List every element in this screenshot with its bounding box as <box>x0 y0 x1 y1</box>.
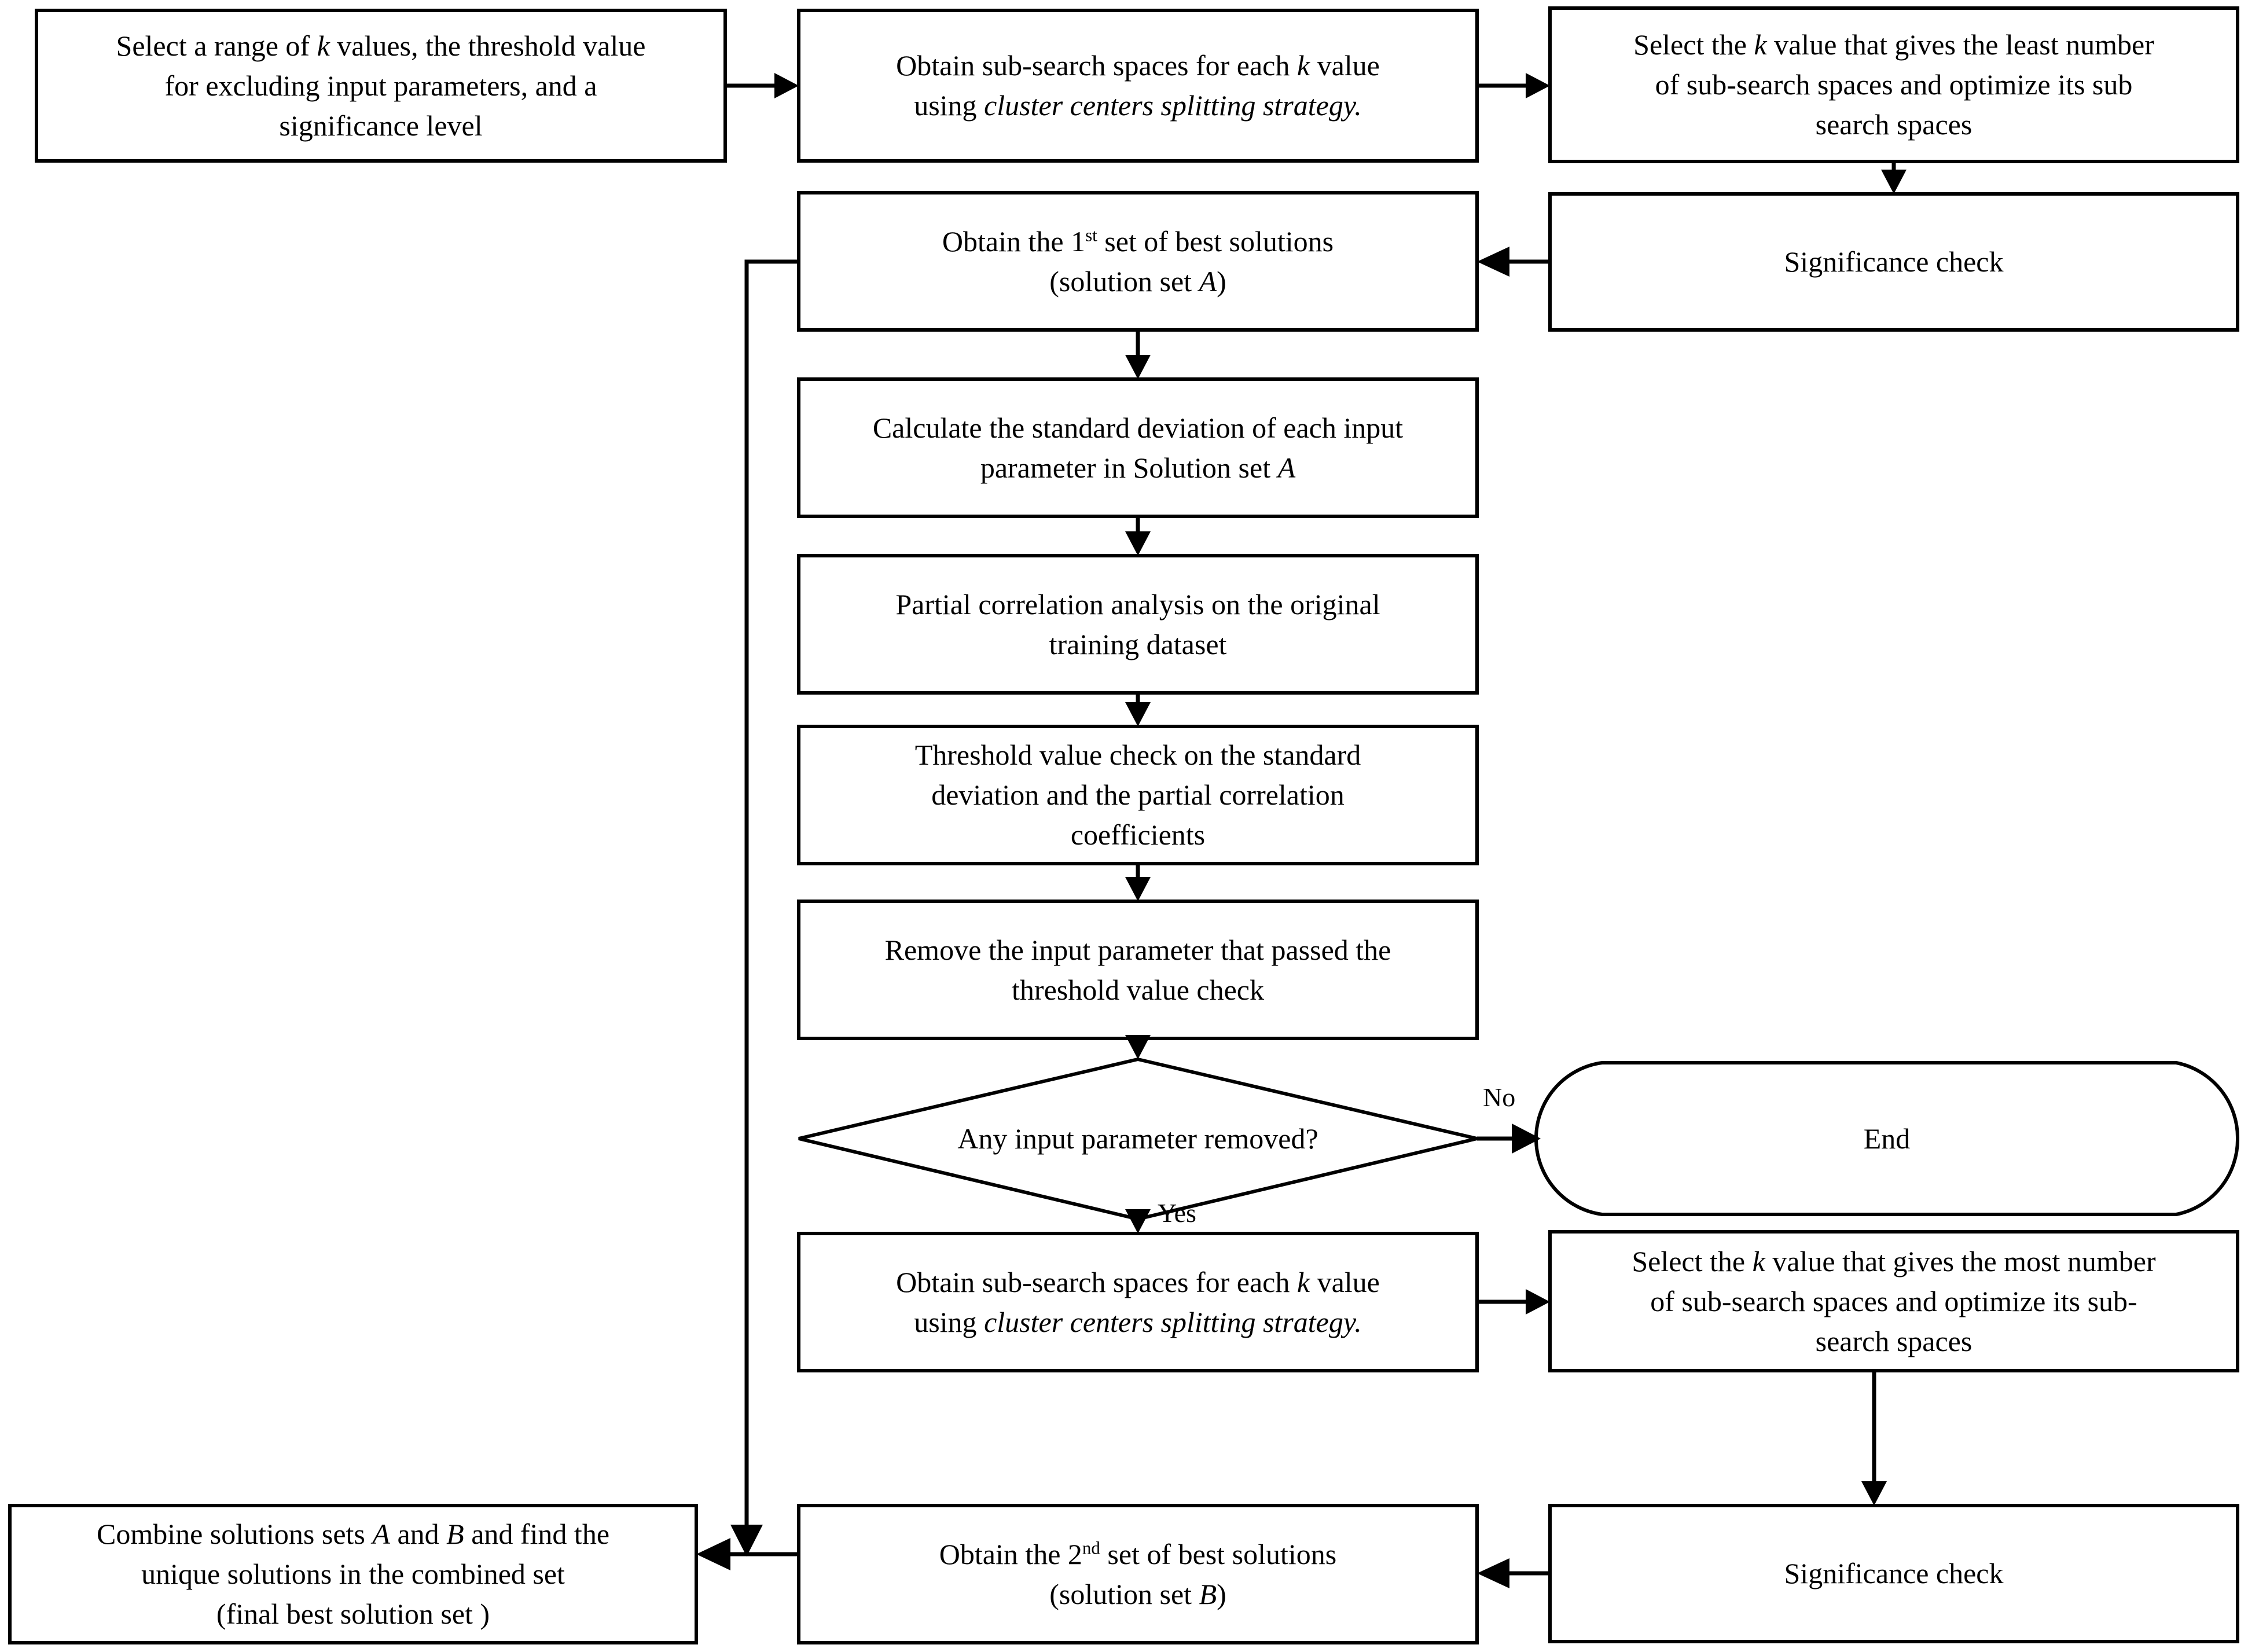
arrowhead-set-b-to-combine <box>696 1538 730 1570</box>
node-shape-significance-check-1 <box>1548 192 2239 332</box>
node-shape-obtain-subspaces-1 <box>797 9 1479 163</box>
arrowhead-start-to-obtain1 <box>774 73 799 98</box>
arrowhead-partial-to-threshold <box>1125 702 1151 726</box>
node-shape-select-least <box>1548 6 2239 163</box>
arrowhead-obtain1-to-select-least <box>1526 73 1550 98</box>
node-shape-partial-correlation <box>797 554 1479 695</box>
arrowhead-threshold-to-remove <box>1125 877 1151 901</box>
node-shape-end-terminal <box>1534 1061 2240 1216</box>
arrowhead-decision-no-to-end <box>1512 1124 1541 1154</box>
edge-feedback-loop-set-a <box>744 259 799 1529</box>
arrowhead-remove-to-decision <box>1125 1035 1151 1059</box>
node-shape-remove-parameter <box>797 900 1479 1040</box>
node-shape-decision-removed <box>798 1057 1478 1221</box>
node-shape-obtain-set-b <box>797 1504 1479 1644</box>
node-shape-start-inputs <box>35 9 727 163</box>
node-shape-calc-std-dev <box>797 377 1479 518</box>
node-shape-obtain-set-a <box>797 191 1479 332</box>
node-shape-combine-sets <box>8 1504 698 1644</box>
node-shape-obtain-subspaces-2 <box>797 1232 1479 1372</box>
arrowhead-decision-yes-to-obtain2 <box>1125 1209 1151 1234</box>
arrowhead-set-a-to-calc <box>1125 355 1151 379</box>
node-shape-threshold-check <box>797 725 1479 865</box>
arrowhead-select-most-to-sig2 <box>1861 1481 1887 1506</box>
edge-label-no: No <box>1483 1082 1516 1112</box>
arrowhead-sig1-to-set-a <box>1477 247 1509 277</box>
arrowhead-sig2-to-set-b <box>1477 1558 1509 1588</box>
arrowhead-calc-to-partial <box>1125 531 1151 556</box>
arrowhead-select-least-to-sig1 <box>1881 170 1907 194</box>
node-shape-select-most <box>1548 1230 2239 1372</box>
arrowhead-obtain2-to-select-most <box>1526 1289 1550 1315</box>
edge-label-yes: Yes <box>1158 1198 1196 1228</box>
arrowhead-feedback-loop-set-a <box>730 1525 763 1556</box>
node-shape-significance-check-2 <box>1548 1504 2239 1643</box>
